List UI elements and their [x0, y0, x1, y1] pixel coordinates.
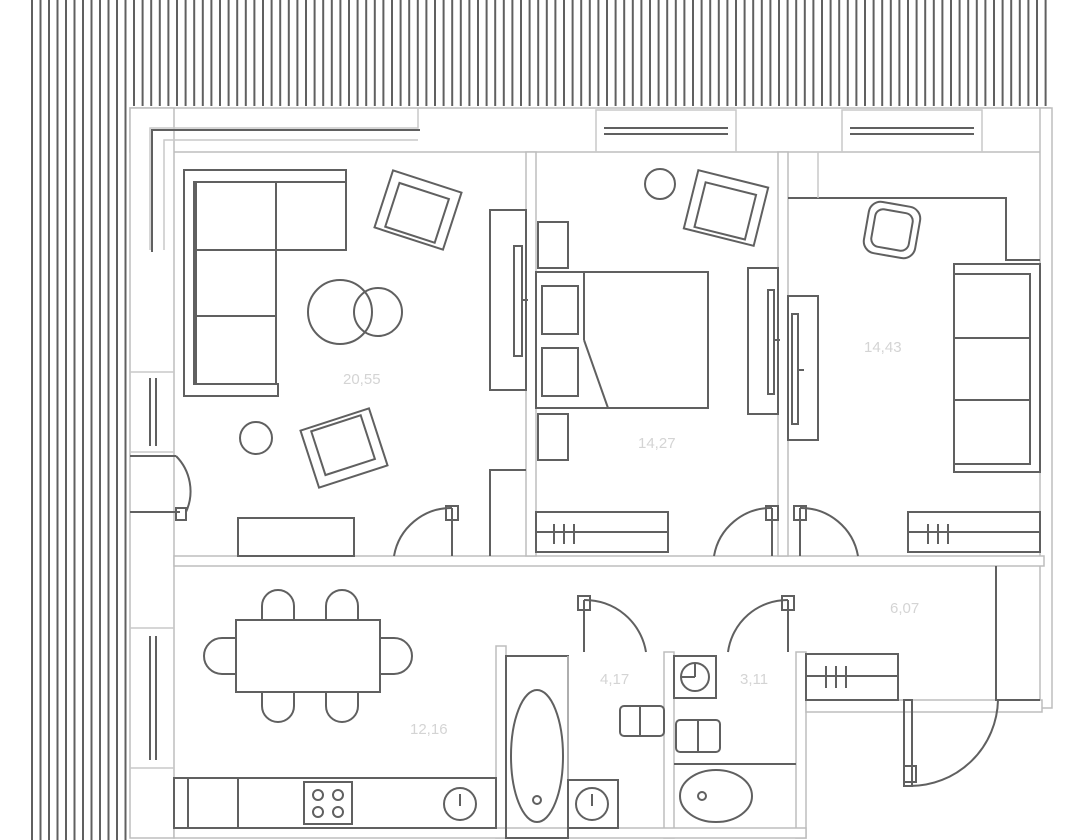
kitchen-counter	[173, 777, 497, 829]
dining-table	[203, 589, 413, 723]
sink	[443, 787, 477, 821]
window-second-bedroom	[841, 109, 983, 153]
toilet-door	[727, 595, 795, 653]
area-label-second-bedroom: 14,43	[864, 339, 902, 356]
area-label-kitchen-dining: 12,16	[410, 721, 448, 738]
double-bed	[535, 271, 709, 409]
second-bedroom	[787, 152, 1041, 553]
toilet-room	[673, 655, 796, 823]
hand-sink	[673, 655, 717, 699]
window-bedroom	[595, 109, 737, 153]
area-label-bedroom: 14,27	[638, 435, 676, 452]
radiator	[907, 511, 1041, 553]
radiator	[805, 653, 899, 701]
washbasin	[567, 779, 619, 829]
bathtub	[505, 655, 569, 839]
window-west-kitchen	[129, 627, 175, 769]
area-labels: 20,55 14,27 14,43 12,16 4,17 3,11 6,07	[343, 339, 919, 738]
armchair	[682, 168, 770, 248]
nightstand	[537, 413, 569, 461]
walls	[129, 107, 1053, 839]
area-label-living-room: 20,55	[343, 371, 381, 388]
wardrobe	[787, 295, 819, 441]
area-label-toilet: 3,11	[740, 671, 768, 688]
living-room-door	[393, 505, 459, 557]
bedroom	[535, 168, 780, 553]
living-room	[183, 169, 528, 557]
coffee-table	[307, 279, 373, 345]
toilet	[674, 719, 796, 823]
doors	[130, 455, 999, 787]
bathroom	[505, 655, 665, 839]
side-table	[239, 421, 273, 455]
wardrobe	[995, 566, 1040, 701]
washing-machine	[619, 705, 665, 737]
area-label-hallway: 6,07	[890, 600, 919, 617]
tv-stand	[237, 517, 355, 557]
coffee-table	[353, 287, 403, 337]
windows	[129, 108, 983, 769]
sofa	[953, 263, 1041, 473]
bedroom-door	[713, 505, 779, 557]
kitchen-dining	[173, 589, 497, 829]
hallway	[805, 566, 1040, 701]
second-bedroom-door	[793, 505, 859, 557]
bathroom-door	[577, 595, 647, 653]
terrace-decking	[31, 0, 1047, 840]
armchair	[373, 169, 463, 251]
wardrobe	[747, 267, 780, 415]
cooktop	[303, 781, 353, 825]
wardrobe	[788, 197, 1040, 261]
corner-sofa	[183, 169, 347, 397]
armchair	[862, 200, 922, 260]
wardrobe	[489, 209, 528, 391]
armchair	[299, 407, 389, 489]
radiator	[535, 511, 669, 553]
balcony-door	[130, 455, 192, 521]
nightstand	[537, 221, 569, 269]
window-west-living	[129, 371, 175, 453]
area-label-bathroom: 4,17	[600, 671, 629, 688]
side-table	[644, 168, 676, 200]
entrance-door	[903, 699, 999, 787]
window-corner-living	[149, 108, 420, 252]
cabinet	[489, 469, 526, 556]
